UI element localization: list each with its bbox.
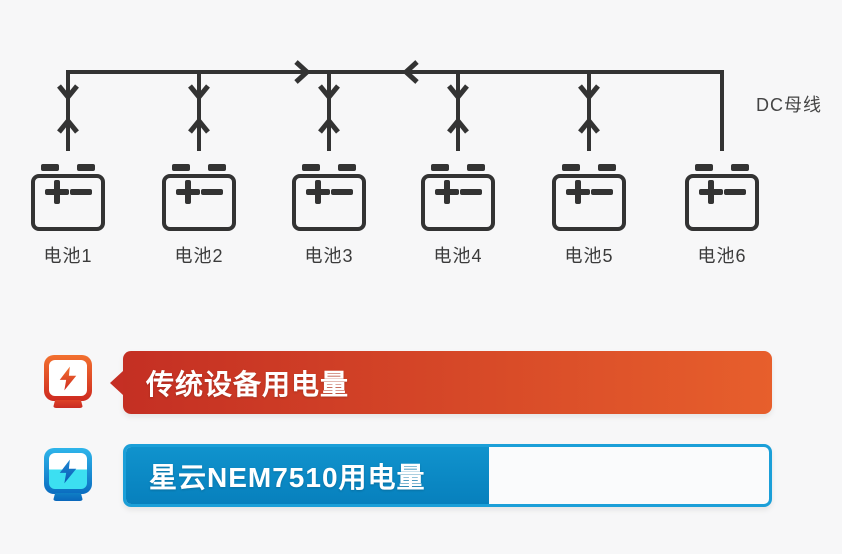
power-device-bolt-charging-icon bbox=[44, 448, 92, 501]
traditional-consumption-label: 传统设备用电量 bbox=[146, 368, 350, 400]
traditional-consumption-bar: 传统设备用电量 bbox=[110, 351, 772, 414]
battery-terminals bbox=[162, 164, 236, 171]
battery-icon bbox=[162, 174, 236, 231]
minus-icon bbox=[331, 189, 353, 195]
dc-bus-wiring-diagram bbox=[57, 60, 724, 151]
battery-1: 电池1 bbox=[31, 164, 105, 268]
battery-icon bbox=[552, 174, 626, 231]
battery-icon bbox=[31, 174, 105, 231]
battery-label: 电池6 bbox=[697, 246, 747, 266]
nem7510-consumption-label: 星云NEM7510用电量 bbox=[149, 461, 426, 493]
arrow-up-icon bbox=[188, 117, 210, 134]
lightning-bolt-icon bbox=[59, 459, 77, 483]
battery-label: 电池3 bbox=[304, 246, 354, 266]
battery-terminals bbox=[292, 164, 366, 171]
battery-terminals bbox=[552, 164, 626, 171]
bar-notch-left bbox=[110, 370, 123, 395]
bus-line bbox=[66, 70, 724, 151]
arrow-right-icon bbox=[294, 60, 311, 84]
arrow-up-icon bbox=[447, 117, 469, 134]
arrow-down-icon bbox=[447, 84, 469, 101]
minus-icon bbox=[201, 189, 223, 195]
battery-4: 电池4 bbox=[421, 164, 495, 268]
battery-label: 电池5 bbox=[564, 246, 614, 266]
nem7510-consumption-bar: 星云NEM7510用电量 bbox=[123, 444, 772, 507]
arrow-left-icon bbox=[402, 60, 419, 84]
arrow-down-icon bbox=[188, 84, 210, 101]
dc-bus-label: DC母线 bbox=[756, 95, 822, 115]
device-stand bbox=[53, 400, 83, 408]
plus-icon bbox=[176, 180, 200, 204]
battery-3: 电池3 bbox=[292, 164, 366, 268]
plus-icon bbox=[699, 180, 723, 204]
arrow-down-icon bbox=[57, 84, 79, 101]
battery-terminals bbox=[685, 164, 759, 171]
plus-icon bbox=[566, 180, 590, 204]
battery-2: 电池2 bbox=[162, 164, 236, 268]
battery-6: 电池6 bbox=[685, 164, 759, 268]
arrow-up-icon bbox=[57, 117, 79, 134]
bar-fill bbox=[126, 447, 490, 504]
arrow-down-icon bbox=[318, 84, 340, 101]
plus-icon bbox=[45, 180, 69, 204]
minus-icon bbox=[70, 189, 92, 195]
battery-label: 电池1 bbox=[43, 246, 93, 266]
minus-icon bbox=[460, 189, 482, 195]
battery-terminals bbox=[421, 164, 495, 171]
plus-icon bbox=[435, 180, 459, 204]
arrow-up-icon bbox=[578, 117, 600, 134]
plus-icon bbox=[306, 180, 330, 204]
arrow-down-icon bbox=[578, 84, 600, 101]
battery-label: 电池2 bbox=[174, 246, 224, 266]
battery-5: 电池5 bbox=[552, 164, 626, 268]
battery-terminals bbox=[31, 164, 105, 171]
battery-icon bbox=[421, 174, 495, 231]
minus-icon bbox=[724, 189, 746, 195]
battery-label: 电池4 bbox=[433, 246, 483, 266]
device-stand bbox=[53, 493, 83, 501]
battery-icon bbox=[292, 174, 366, 231]
power-device-bolt-icon bbox=[44, 355, 92, 408]
lightning-bolt-icon bbox=[59, 366, 77, 390]
arrow-up-icon bbox=[318, 117, 340, 134]
minus-icon bbox=[591, 189, 613, 195]
battery-icon bbox=[685, 174, 759, 231]
